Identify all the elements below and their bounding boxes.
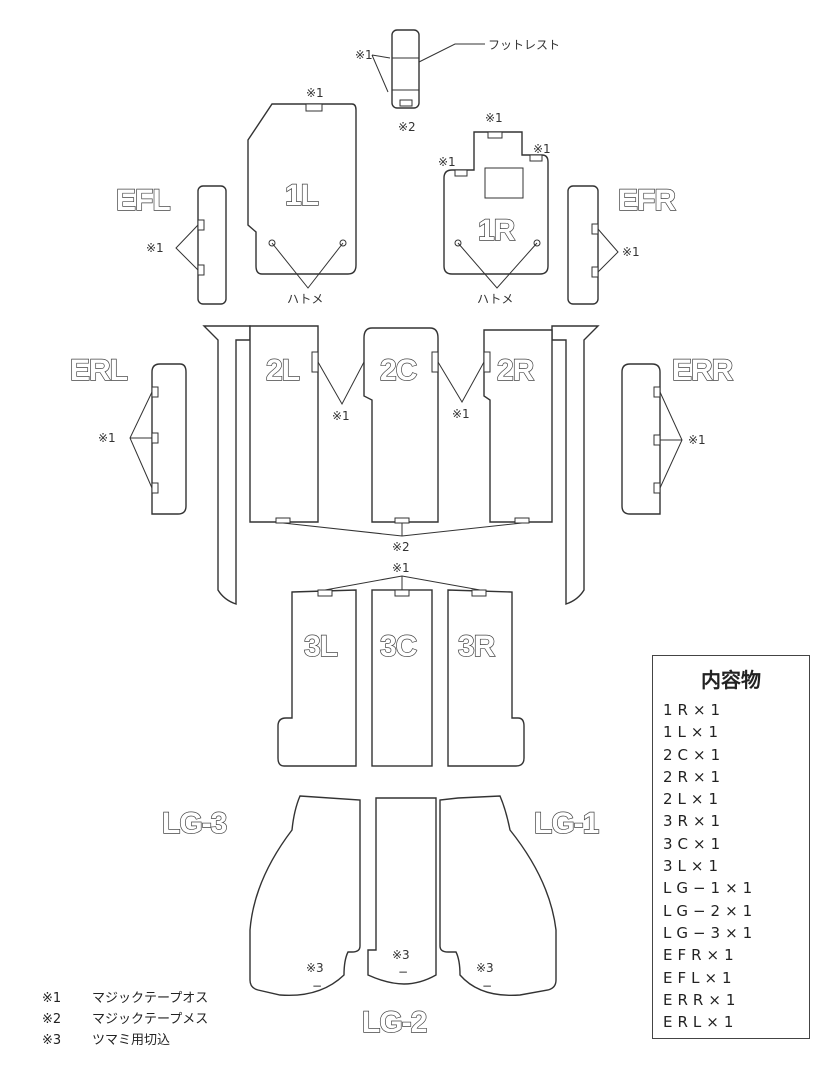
note-m1: ※1	[332, 409, 350, 423]
mat-1L: 1L ※1 ハトメ	[247, 86, 357, 306]
contents-item: LG−3×1	[663, 923, 758, 942]
label-1L: 1L	[285, 179, 319, 212]
contents-item: 3R×1	[663, 812, 726, 831]
mat-1R: 1R ※1 ※1 ※1 ハトメ	[438, 111, 551, 306]
label-1R: 1R	[478, 214, 516, 247]
contents-box: 内容物 1R×1 1L×1 2C×1 2R×1 2L×1 3R×1 3C×1 3…	[652, 655, 810, 1039]
contents-list: 1R×1 1L×1 2C×1 2R×1 2L×1 3R×1 3C×1 3L×1 …	[663, 699, 809, 1033]
note-m1: ※1	[306, 86, 324, 100]
mat-3L: 3L	[277, 589, 357, 767]
label-ERL: ERL	[70, 354, 128, 387]
grommet-label: ハトメ	[287, 292, 323, 306]
contents-title: 内容物	[701, 668, 761, 692]
contents-item: 1L×1	[663, 723, 724, 742]
note-m1: ※1	[688, 433, 706, 447]
label-3R: 3R	[458, 630, 496, 663]
mat-2C: 2C	[363, 327, 439, 524]
label-LG-1: LG-1	[534, 807, 599, 840]
side-strip-left	[202, 325, 251, 605]
note-m1: ※1	[485, 111, 503, 125]
contents-item: 2L×1	[663, 790, 724, 809]
footrest-piece: ※1 ※2 フットレスト	[355, 29, 560, 134]
mat-3R: 3R	[447, 589, 525, 767]
contents-item: 2C×1	[663, 745, 726, 764]
note-m2: ※2	[398, 120, 416, 134]
note-m3: ※3	[476, 961, 494, 975]
legend: ※1 マジックテープオス ※2 マジックテープメス ※3 ツマミ用切込	[42, 991, 208, 1048]
label-EFL: EFL	[116, 184, 170, 217]
notch-mark: −	[482, 979, 492, 993]
label-2R: 2R	[497, 354, 535, 387]
label-EFR: EFR	[618, 184, 676, 217]
mat-3C: 3C	[371, 589, 433, 767]
label-LG-2: LG-2	[362, 1006, 427, 1039]
contents-item: 3C×1	[663, 834, 726, 853]
legend-mark: ※2	[42, 1012, 61, 1027]
contents-item: ERL×1	[663, 1013, 739, 1032]
contents-item: 1R×1	[663, 701, 726, 719]
contents-item: LG−1×1	[663, 879, 758, 898]
mat-2R: 2R	[483, 329, 553, 524]
mat-LG-2: ※3 − LG-2	[361, 797, 437, 1040]
note-m1: ※1	[98, 431, 116, 445]
legend-mark: ※3	[42, 1033, 61, 1048]
legend-text: マジックテープオス	[92, 991, 208, 1006]
side-strip-right	[551, 325, 600, 605]
notch-mark: −	[398, 965, 408, 979]
grommet-label: ハトメ	[477, 292, 513, 306]
label-ERR: ERR	[672, 354, 734, 387]
note-m1: ※1	[355, 48, 373, 62]
label-2C: 2C	[380, 354, 417, 387]
contents-item: LG−2×1	[663, 901, 758, 920]
mat-EFL: EFL ※1	[115, 183, 227, 305]
legend-text: マジックテープメス	[92, 1012, 208, 1027]
legend-text: ツマミ用切込	[92, 1033, 170, 1048]
label-3L: 3L	[304, 630, 338, 663]
contents-item: 2R×1	[663, 767, 726, 786]
label-3C: 3C	[380, 630, 417, 663]
contents-item: EFR×1	[663, 946, 739, 965]
note-m3: ※3	[392, 948, 410, 962]
mat-ERL: ERL ※1	[69, 353, 187, 515]
mat-LG-3: LG-3 ※3 −	[161, 795, 361, 997]
footrest-label: フットレスト	[488, 38, 560, 52]
mat-LG-1: LG-1 ※3 −	[439, 795, 600, 997]
contents-item: EFL×1	[663, 968, 737, 987]
legend-mark: ※1	[42, 991, 61, 1006]
contents-item: 3L×1	[663, 857, 724, 876]
notch-mark: −	[312, 979, 322, 993]
note-m2: ※2	[392, 540, 410, 554]
note-m1: ※1	[452, 407, 470, 421]
note-m1: ※1	[438, 155, 456, 169]
note-m1: ※1	[622, 245, 640, 259]
mat-ERR: ERR ※1	[621, 353, 735, 515]
note-m1: ※1	[533, 142, 551, 156]
label-LG-3: LG-3	[162, 807, 227, 840]
mat-2L: 2L	[249, 325, 319, 524]
label-2L: 2L	[266, 354, 300, 387]
note-m3: ※3	[306, 961, 324, 975]
contents-item: ERR×1	[663, 990, 741, 1009]
mat-EFR: EFR ※1	[567, 183, 678, 305]
note-m1: ※1	[146, 241, 164, 255]
note-m1: ※1	[392, 561, 410, 575]
